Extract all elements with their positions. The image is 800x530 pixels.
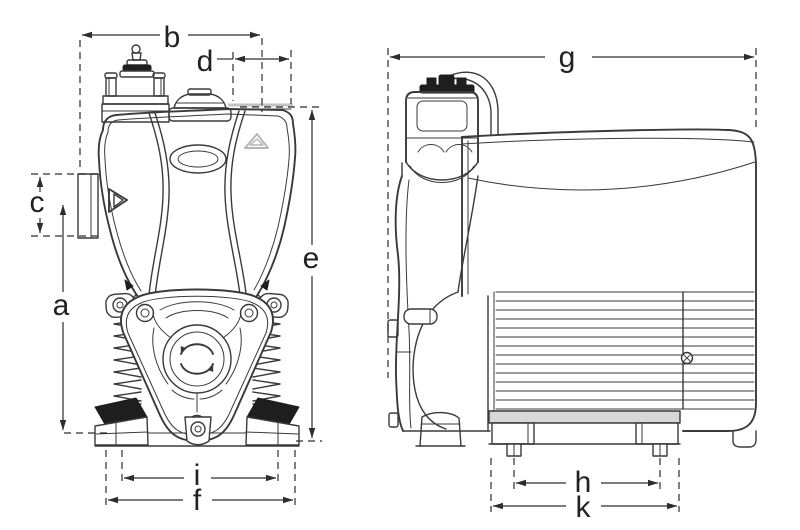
dim-label-i: i xyxy=(194,459,201,492)
dim-a: a xyxy=(53,204,107,434)
inlet-port xyxy=(77,173,99,239)
pump-head xyxy=(405,91,479,183)
dim-d: d xyxy=(197,45,292,104)
side-view xyxy=(387,71,757,457)
priming-plug xyxy=(403,308,438,325)
screw-icon xyxy=(680,351,694,365)
dim-label-c: c xyxy=(30,186,45,219)
bottom-bracket xyxy=(184,416,212,446)
dim-c: c xyxy=(30,173,98,237)
chevron-mark-right-icon xyxy=(244,133,269,149)
dim-label-g: g xyxy=(559,41,576,74)
dim-label-a: a xyxy=(53,289,70,322)
tank-body xyxy=(97,103,297,310)
dim-f: f xyxy=(105,450,296,517)
motor-housing xyxy=(461,128,757,448)
chevron-mark-left-icon xyxy=(108,188,128,213)
foot-left xyxy=(94,397,149,446)
dim-k: k xyxy=(490,458,680,524)
dim-h: h xyxy=(513,458,661,499)
foot-right xyxy=(245,397,300,446)
casing-front-foot xyxy=(415,411,466,447)
cooling-fins xyxy=(495,291,755,410)
dim-label-e: e xyxy=(303,242,320,275)
rear-foot xyxy=(732,430,757,448)
dim-label-k: k xyxy=(576,491,592,524)
badge-oval xyxy=(169,144,227,174)
dim-e: e xyxy=(240,106,322,442)
rotation-direction-icon xyxy=(180,343,214,375)
dim-label-d: d xyxy=(197,45,214,78)
fan-cover xyxy=(120,288,274,442)
mounting-base xyxy=(488,410,681,457)
motor-cap xyxy=(419,74,475,94)
pump-casing-front xyxy=(387,162,491,447)
base-line xyxy=(94,432,300,447)
dimensions: b d c a e xyxy=(30,21,757,524)
pressure-switch xyxy=(101,44,170,123)
dim-label-h: h xyxy=(575,466,592,499)
dim-i: i xyxy=(121,450,279,492)
dim-b: b xyxy=(79,21,263,172)
dim-label-b: b xyxy=(164,21,181,54)
dim-label-f: f xyxy=(193,484,202,517)
dim-g: g xyxy=(387,41,757,378)
filler-cap xyxy=(168,88,232,122)
front-view xyxy=(77,44,300,447)
